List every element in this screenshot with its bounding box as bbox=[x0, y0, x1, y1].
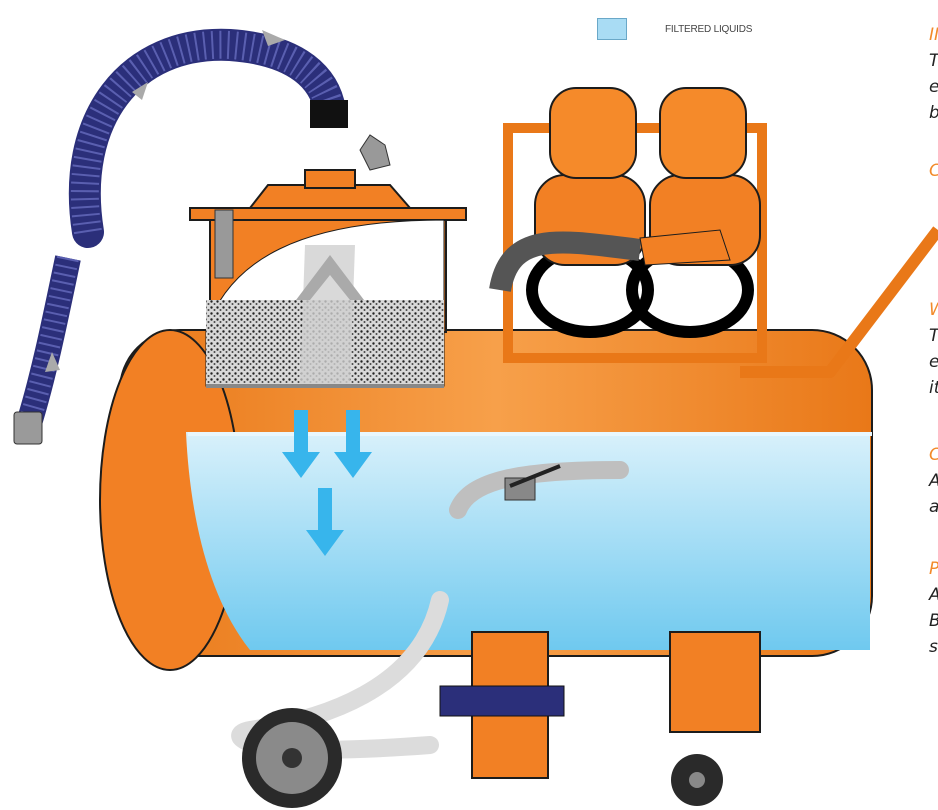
push-handle bbox=[740, 226, 938, 378]
legend-swatch-filtered-liquids bbox=[597, 18, 627, 40]
side-line: B bbox=[929, 608, 938, 634]
side-line: a bbox=[929, 494, 938, 520]
side-line: T bbox=[929, 48, 938, 74]
vacuum-pump bbox=[489, 87, 767, 363]
side-text-1: II T e b bbox=[929, 22, 938, 126]
side-line: it bbox=[929, 378, 938, 398]
side-heading: P bbox=[929, 556, 938, 582]
intake-hose bbox=[13, 28, 348, 445]
side-text-3: W T e it bbox=[929, 297, 938, 401]
side-heading: W bbox=[929, 297, 938, 323]
side-text-4: C A a bbox=[929, 442, 938, 520]
filtered-liquid-area bbox=[186, 432, 870, 650]
side-line: A bbox=[929, 468, 938, 494]
side-text-2: C bbox=[929, 158, 938, 184]
side-heading: C bbox=[929, 158, 938, 184]
side-line: A bbox=[929, 582, 938, 608]
side-line: e bbox=[929, 74, 938, 100]
side-line: e bbox=[929, 349, 938, 375]
filter-column bbox=[189, 134, 467, 388]
legend: FILTERED LIQUIDS bbox=[597, 18, 752, 40]
side-heading: C bbox=[929, 442, 938, 468]
pump-coupling bbox=[439, 685, 565, 717]
side-line: T bbox=[929, 323, 938, 349]
side-line: s bbox=[929, 637, 938, 657]
wheels bbox=[242, 708, 723, 808]
rear-support bbox=[669, 631, 761, 733]
flow-arrows bbox=[282, 410, 372, 556]
side-line: b bbox=[929, 100, 938, 126]
legend-label: FILTERED LIQUIDS bbox=[665, 23, 753, 35]
side-heading: II bbox=[929, 25, 938, 45]
outlet-valve bbox=[449, 461, 629, 519]
side-text-5: P A B s bbox=[929, 556, 938, 660]
